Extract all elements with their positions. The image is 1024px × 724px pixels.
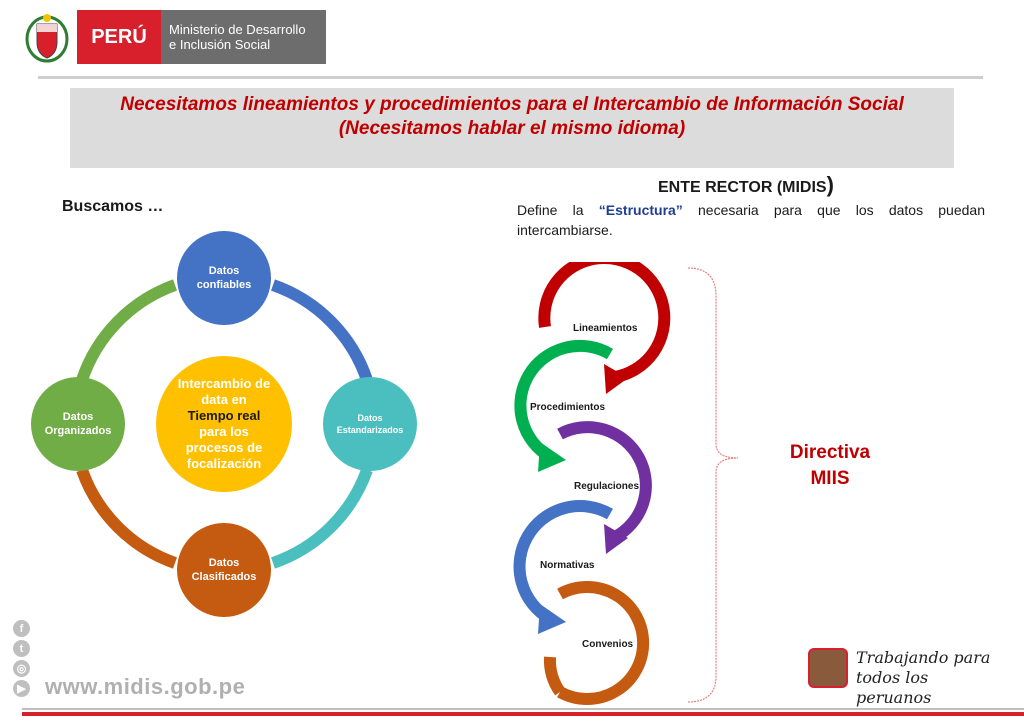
define-quote: “Estructura”: [598, 202, 683, 218]
node-label-confiables-line2: confiables: [196, 279, 252, 291]
node-datos-confiables: [177, 231, 271, 325]
twitter-icon[interactable]: t: [13, 640, 30, 657]
directiva-line2: MIIS: [810, 468, 850, 489]
step-arrow-lineamientos: [604, 364, 628, 394]
node-label-organizados-line1: Datos: [62, 411, 94, 423]
step-arrow-normativas: [538, 604, 566, 634]
step-arc-lineamientos: [538, 262, 671, 383]
define-suffix: necesaria para que los datos puedan inte…: [517, 202, 985, 238]
footer-divider-red: [22, 712, 1024, 716]
slogan-block: Trabajando para todos los peruanos: [808, 648, 1008, 707]
peru-label: PERÚ: [77, 10, 161, 64]
node-label-confiables-line1: Datos: [208, 265, 240, 277]
youtube-icon[interactable]: ▶: [13, 680, 30, 697]
node-label-clasificados: Datos Clasificados: [180, 556, 268, 584]
right-heading-paren: ): [826, 172, 834, 197]
step-label-regulaciones: Regulaciones: [574, 481, 640, 492]
header-divider: [38, 76, 983, 79]
slogan-line1: Trabajando para: [856, 648, 991, 667]
define-text: Define la “Estructura” necesaria para qu…: [517, 200, 985, 240]
cycle-diagram: [31, 231, 417, 617]
step-arrow-procedimientos: [538, 442, 566, 472]
title-banner: Necesitamos lineamientos y procedimiento…: [70, 88, 954, 168]
node-label-confiables: Datos confiables: [180, 264, 268, 292]
ministry-name: Ministerio de Desarrollo e Inclusión Soc…: [161, 10, 326, 64]
step-arc-normativas: [513, 500, 613, 625]
define-prefix: Define la: [517, 202, 599, 218]
center-line-5: focalización: [186, 456, 262, 471]
right-brace: [688, 267, 739, 703]
instagram-icon[interactable]: ◎: [13, 660, 30, 677]
node-label-organizados-line2: Organizados: [44, 425, 112, 437]
ministry-logo: PERÚ Ministerio de Desarrollo e Inclusió…: [22, 8, 328, 66]
president-photo: [808, 648, 848, 688]
center-line-2: data en: [201, 392, 247, 407]
node-label-estandarizados-line2: Estandarizados: [336, 425, 404, 435]
step-arrow-regulaciones: [604, 524, 628, 554]
arc-teal: [271, 467, 373, 569]
process-diagram: [513, 262, 671, 705]
title-line-2: (Necesitamos hablar el mismo idioma): [338, 118, 686, 139]
arc-green: [76, 279, 178, 382]
ministry-name-line1: Ministerio de Desarrollo: [169, 22, 306, 37]
social-icons: f t ◎ ▶: [13, 620, 33, 700]
right-heading-text: ENTE RECTOR (MIDIS: [658, 179, 827, 196]
title-line-1: Necesitamos lineamientos y procedimiento…: [120, 94, 904, 115]
website-url[interactable]: www.midis.gob.pe: [45, 674, 246, 699]
facebook-icon[interactable]: f: [13, 620, 30, 637]
step-label-convenios: Convenios: [582, 639, 634, 650]
right-heading: ENTE RECTOR (MIDIS): [658, 172, 834, 198]
center-circle: [156, 356, 292, 492]
arc-orange: [76, 467, 178, 569]
ministry-name-line2: e Inclusión Social: [169, 37, 271, 52]
step-label-procedimientos: Procedimientos: [530, 402, 606, 413]
node-datos-estandarizados: [323, 377, 417, 471]
center-line-3: para los: [199, 424, 249, 439]
center-label: Intercambio de data en Tiempo real para …: [160, 376, 288, 472]
node-label-organizados: Datos Organizados: [34, 410, 122, 438]
step-label-lineamientos: Lineamientos: [573, 323, 638, 334]
node-label-estandarizados: Datos Estandarizados: [324, 412, 416, 436]
slogan-text: Trabajando para todos los peruanos: [856, 648, 1008, 708]
step-arc-procedimientos: [514, 339, 614, 463]
coat-of-arms-icon: [22, 10, 72, 64]
footer-divider-gray: [22, 708, 1024, 710]
step-arc-convenios-end: [543, 656, 566, 696]
step-label-normativas: Normativas: [540, 560, 595, 571]
center-line-4: procesos de: [185, 440, 263, 455]
step-arc-regulaciones: [557, 421, 652, 543]
center-highlight: Tiempo real: [187, 408, 261, 423]
slogan-line2: todos los peruanos: [856, 668, 932, 707]
node-label-clasificados-line1: Datos: [208, 557, 240, 569]
step-arc-convenios: [557, 581, 650, 705]
arc-blue: [270, 279, 373, 382]
node-label-estandarizados-line1: Datos: [357, 413, 383, 423]
node-datos-organizados: [31, 377, 125, 471]
center-line-1: Intercambio de: [177, 376, 271, 391]
directiva-line1: Directiva: [789, 442, 871, 463]
left-heading: Buscamos …: [62, 198, 164, 215]
node-datos-clasificados: [177, 523, 271, 617]
directiva-label: Directiva MIIS: [770, 440, 890, 492]
node-label-clasificados-line2: Clasificados: [191, 571, 257, 583]
